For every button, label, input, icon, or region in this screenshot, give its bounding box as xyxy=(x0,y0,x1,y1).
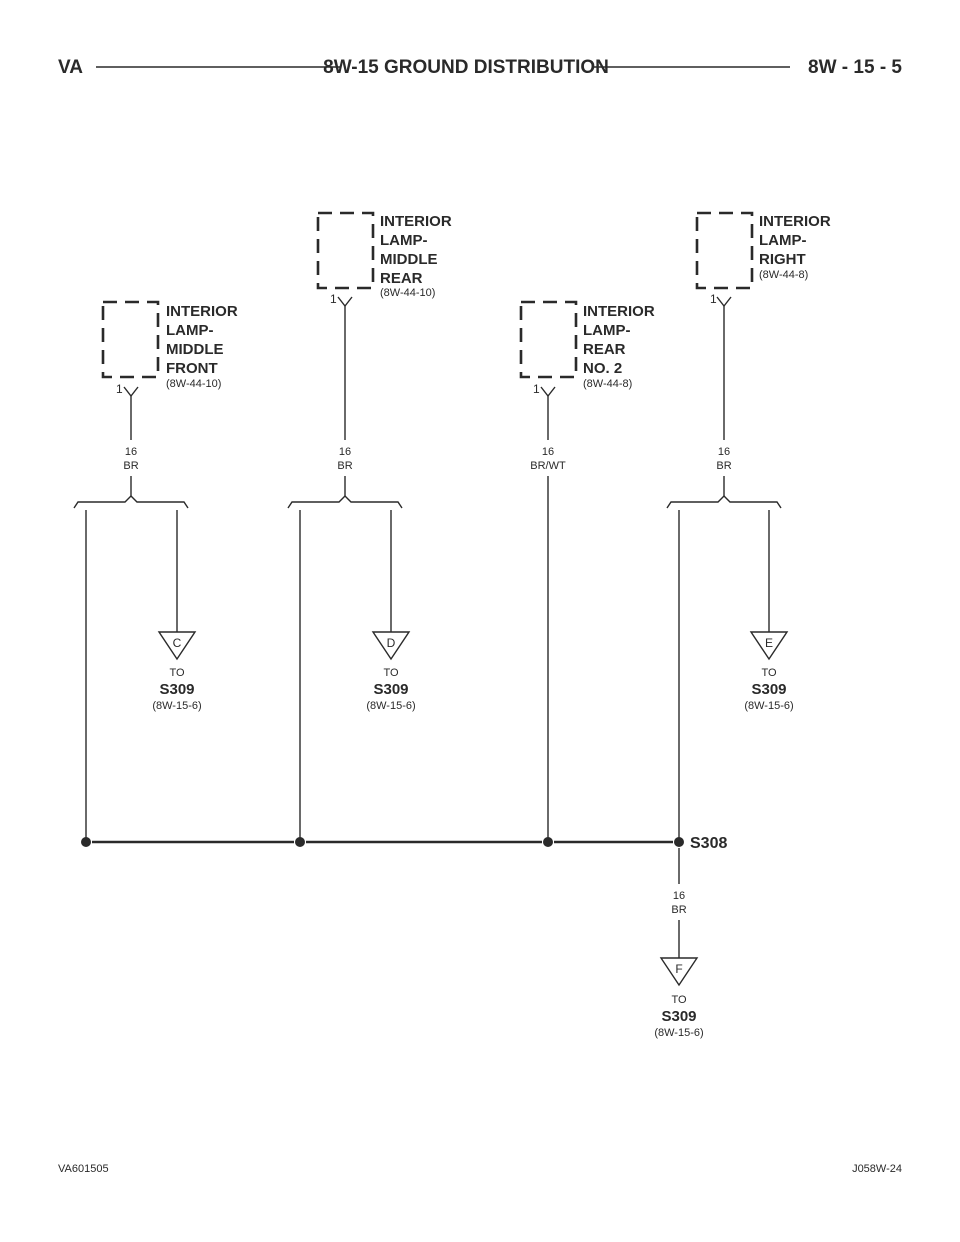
component-box xyxy=(316,211,375,290)
component-ref: (8W-44-8) xyxy=(759,269,808,281)
wire-split-bracket xyxy=(287,495,403,509)
component-label: INTERIOR LAMP- RIGHT xyxy=(759,213,835,268)
connector-e: E TO S309 (8W-15-6) xyxy=(744,631,794,712)
connector-ref: (8W-15-6) xyxy=(654,1027,703,1039)
pin-number: 1 xyxy=(533,382,540,396)
connector-c: C TO S309 (8W-15-6) xyxy=(152,631,202,712)
drawing-number: J058W-24 xyxy=(852,1163,902,1175)
splice-bus: S308 xyxy=(81,835,727,852)
connector-f: F TO S309 (8W-15-6) xyxy=(654,957,704,1039)
page-number: 8W - 15 - 5 xyxy=(808,57,902,78)
component-interior-lamp-middle-front: INTERIOR LAMP- MIDDLE FRONT (8W-44-10) 1… xyxy=(73,300,242,509)
wire-gauge: 16 xyxy=(542,446,554,458)
splice-dot xyxy=(295,837,305,847)
connector-triangle xyxy=(371,631,411,661)
component-ref: (8W-44-10) xyxy=(380,287,435,299)
connector-letter: D xyxy=(387,636,396,650)
figure-id: VA601505 xyxy=(58,1163,109,1175)
pin-terminal xyxy=(540,386,556,398)
connector-to: TO xyxy=(169,667,185,679)
component-label: INTERIOR LAMP- MIDDLE FRONT xyxy=(166,303,242,377)
wire-gauge: 16 xyxy=(125,446,137,458)
wire-color: BR xyxy=(123,460,138,472)
wire-color: BR xyxy=(716,460,731,472)
wire-color: BR/WT xyxy=(530,460,566,472)
pin-number: 1 xyxy=(710,292,717,306)
component-box xyxy=(695,211,754,290)
component-interior-lamp-rear-no2: INTERIOR LAMP- REAR NO. 2 (8W-44-8) 1 16… xyxy=(519,300,659,842)
connector-ref: (8W-15-6) xyxy=(366,700,415,712)
splice-dot xyxy=(81,837,91,847)
connector-ref: (8W-15-6) xyxy=(744,700,793,712)
wire-color: BR xyxy=(337,460,352,472)
connector-to: TO xyxy=(761,667,777,679)
connector-to: TO xyxy=(671,994,687,1006)
connector-triangle xyxy=(749,631,789,661)
pin-terminal xyxy=(716,296,732,308)
component-label: INTERIOR LAMP- REAR NO. 2 xyxy=(583,303,659,377)
pin-number: 1 xyxy=(330,292,337,306)
wire-gauge: 16 xyxy=(718,446,730,458)
component-interior-lamp-middle-rear: INTERIOR LAMP- MIDDLE REAR (8W-44-10) 1 … xyxy=(287,211,456,509)
splice-dot xyxy=(543,837,553,847)
wire-color: BR xyxy=(671,904,686,916)
component-box xyxy=(519,300,578,379)
component-label: INTERIOR LAMP- MIDDLE REAR xyxy=(380,213,456,287)
connector-ref: (8W-15-6) xyxy=(152,700,201,712)
splice-dot xyxy=(674,837,684,847)
component-ref: (8W-44-10) xyxy=(166,378,221,390)
wire-split-bracket xyxy=(73,495,189,509)
page-footer: VA601505 J058W-24 xyxy=(58,1163,902,1175)
wire-gauge: 16 xyxy=(673,890,685,902)
splice-label: S308 xyxy=(690,835,727,852)
connector-triangle xyxy=(157,631,197,661)
pin-terminal xyxy=(123,386,139,398)
connector-to: TO xyxy=(383,667,399,679)
page-title: 8W-15 GROUND DISTRIBUTION xyxy=(323,57,609,78)
connector-triangle xyxy=(659,957,699,987)
wire-split-bracket xyxy=(666,495,782,509)
component-interior-lamp-right: INTERIOR LAMP- RIGHT (8W-44-8) 1 16 BR xyxy=(666,211,835,509)
header-left: VA xyxy=(58,57,83,78)
pin-number: 1 xyxy=(116,382,123,396)
connector-destination: S309 xyxy=(751,681,786,698)
connector-letter: C xyxy=(173,636,182,650)
connector-destination: S309 xyxy=(373,681,408,698)
connector-d: D TO S309 (8W-15-6) xyxy=(366,631,416,712)
page-header: VA 8W-15 GROUND DISTRIBUTION 8W - 15 - 5 xyxy=(58,57,902,78)
connector-destination: S309 xyxy=(159,681,194,698)
component-ref: (8W-44-8) xyxy=(583,378,632,390)
component-box xyxy=(101,300,160,379)
pin-terminal xyxy=(337,296,353,308)
connector-letter: E xyxy=(765,636,773,650)
wire-gauge: 16 xyxy=(339,446,351,458)
connector-destination: S309 xyxy=(661,1008,696,1025)
connector-letter: F xyxy=(675,962,682,976)
